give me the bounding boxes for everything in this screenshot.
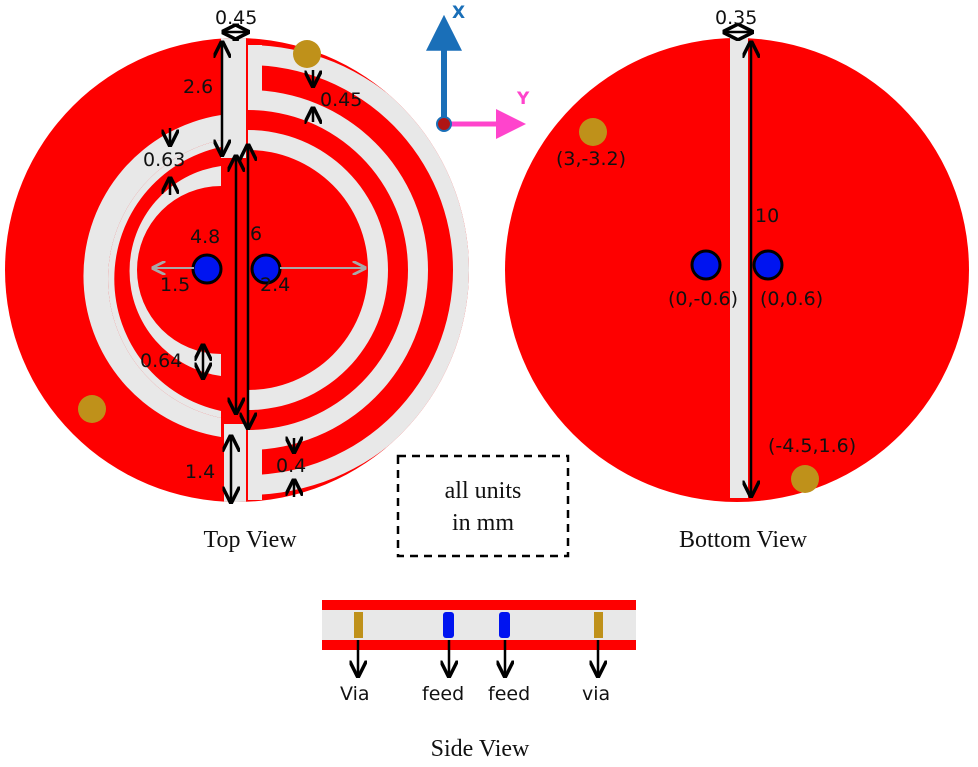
top-stub-b — [248, 445, 262, 500]
dim-lower-segment: 1.4 — [185, 461, 215, 483]
dim-ring-width-outer: 0.63 — [143, 149, 185, 171]
units-note-line1: all units — [445, 478, 522, 504]
dim-bottom-slot-width: 0.35 — [715, 7, 757, 29]
xy-axis-icon: X Y — [426, 3, 530, 139]
coord-feed-right: (0,0.6) — [760, 288, 823, 310]
left-inner-ring-slot — [129, 166, 221, 376]
top-view-caption: Top View — [203, 527, 297, 553]
left-outer-ring-slot — [83, 115, 222, 437]
top-view: 0.45 2.6 0.45 0.63 4.8 6 1.5 2.4 0.64 0.… — [5, 7, 469, 553]
dim-feed-right-radius: 2.4 — [260, 274, 290, 296]
dim-lower-gap: 0.4 — [276, 455, 306, 477]
units-note: all units in mm — [396, 454, 570, 558]
coord-via-top: (3,-3.2) — [556, 148, 626, 170]
side-arrows — [358, 640, 598, 676]
axis-y-label: Y — [516, 89, 530, 109]
dim-ring-gap: 0.45 — [320, 89, 362, 111]
via-dot-icon — [293, 40, 321, 68]
feed-dot-icon — [690, 249, 722, 281]
feed-dot-icon — [752, 249, 784, 281]
side-label-via-right: via — [582, 683, 610, 705]
dim-slot-width: 0.45 — [215, 7, 257, 29]
top-dimensions — [170, 32, 313, 502]
side-label-feed-left: feed — [422, 683, 464, 705]
via-dot-icon — [594, 612, 603, 638]
feed-dot-icon — [443, 612, 454, 638]
side-view: Via feed feed via Side View — [322, 600, 636, 762]
coord-via-bottom: (-4.5,1.6) — [768, 435, 856, 457]
dim-ring-width-inner: 0.64 — [140, 350, 182, 372]
coord-feed-left: (0,-0.6) — [668, 288, 738, 310]
dim-inner-radius-left: 4.8 — [190, 226, 220, 248]
side-label-feed-right: feed — [488, 683, 530, 705]
right-middle-ring-slot — [248, 90, 428, 450]
dim-bottom-slot-length: 10 — [755, 205, 779, 227]
side-top-copper — [322, 600, 636, 610]
feed-dot-icon — [499, 612, 510, 638]
bottom-view-caption: Bottom View — [679, 527, 808, 553]
top-slot-lower — [224, 424, 246, 502]
axis-x-label: X — [452, 3, 465, 23]
bottom-slot — [730, 38, 748, 498]
via-dot-icon — [579, 118, 607, 146]
bottom-dimensions — [724, 32, 752, 496]
side-substrate — [322, 610, 636, 640]
side-bottom-copper — [322, 640, 636, 650]
feed-dot-icon — [191, 253, 223, 285]
side-view-caption: Side View — [431, 736, 530, 762]
dim-inner-radius-right: 6 — [250, 223, 262, 245]
via-dot-icon — [78, 395, 106, 423]
right-inner-ring-slot — [248, 130, 388, 410]
dim-feed-left-radius: 1.5 — [160, 274, 190, 296]
side-label-via-left: Via — [340, 683, 370, 705]
bottom-view: 0.35 10 (3,-3.2) (0,-0.6) (0,0.6) (-4.5,… — [505, 7, 969, 553]
via-dot-icon — [791, 465, 819, 493]
units-note-line2: in mm — [452, 510, 514, 536]
via-dot-icon — [354, 612, 363, 638]
top-stub-a — [248, 45, 262, 95]
dim-upper-segment: 2.6 — [183, 76, 213, 98]
top-slot-upper — [221, 38, 246, 158]
